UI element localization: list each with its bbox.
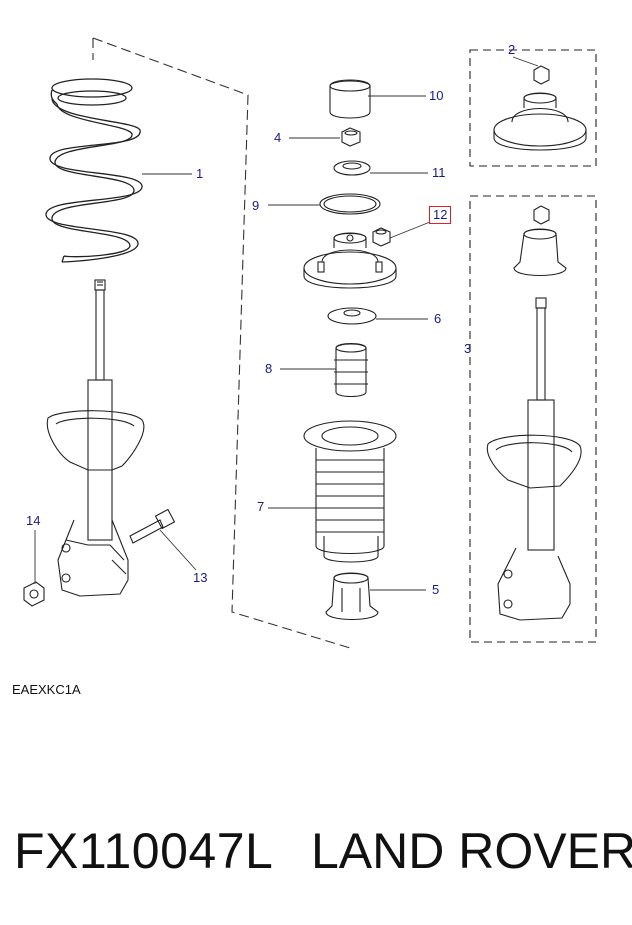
callout-9[interactable]: 9: [252, 198, 260, 213]
top-washer: [333, 160, 371, 176]
callout-7[interactable]: 7: [257, 499, 265, 514]
coil-spring: [45, 78, 143, 263]
o-ring: [319, 193, 381, 215]
strut-assembled: [486, 205, 582, 621]
lower-mount: [325, 572, 379, 620]
callout-11[interactable]: 11: [432, 165, 446, 180]
top-mount: [303, 232, 397, 289]
bolt: [129, 508, 176, 544]
mount-nut: [372, 227, 391, 247]
dust-boot: [303, 420, 397, 563]
caption-bar: [0, 770, 632, 925]
callout-1[interactable]: 1: [196, 166, 204, 181]
callout-12-highlighted[interactable]: 12: [428, 206, 452, 224]
diagram-reference-code: EAEXKC1A: [12, 682, 81, 697]
callout-box-2: [469, 49, 597, 167]
nut: [23, 581, 45, 607]
suspension-strut-drawing: [23, 37, 597, 649]
callout-box-3: [469, 195, 597, 643]
callout-3[interactable]: 3: [464, 341, 472, 356]
exploded-parts-diagram: 1 2 3 4 5 6 7 8 9 10 11 12 13 14 EAEXKC1…: [12, 37, 597, 697]
top-mount-assembled: [493, 65, 587, 151]
strut-left: [46, 279, 145, 597]
callout-13[interactable]: 13: [193, 570, 208, 585]
spring-seat-washer: [327, 307, 377, 325]
assembly-boundary-dashed: [92, 37, 351, 649]
callout-6[interactable]: 6: [434, 311, 442, 326]
leader-lines: [34, 56, 539, 591]
callout-10[interactable]: 10: [429, 88, 444, 103]
part-number: FX110047L: [14, 823, 274, 879]
callout-14[interactable]: 14: [26, 513, 41, 528]
callout-8[interactable]: 8: [265, 361, 273, 376]
callout-5[interactable]: 5: [432, 582, 440, 597]
brand-name: LAND ROVER: [311, 823, 632, 879]
bump-stop: [334, 342, 368, 398]
bump-stop-cap: [329, 79, 371, 119]
callout-2[interactable]: 2: [508, 42, 516, 57]
callout-4[interactable]: 4: [274, 130, 282, 145]
top-nut: [341, 127, 361, 147]
